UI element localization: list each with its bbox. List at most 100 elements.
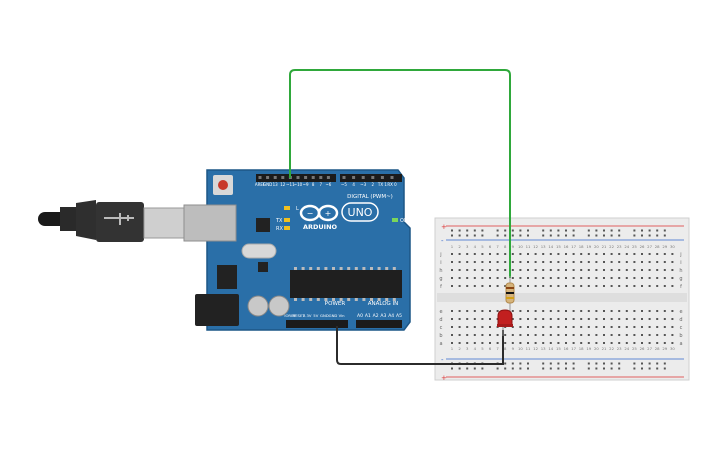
terminal-hole[interactable] (451, 326, 453, 328)
terminal-hole[interactable] (466, 318, 469, 320)
terminal-hole[interactable] (656, 310, 659, 312)
terminal-hole[interactable] (451, 334, 453, 336)
terminal-hole[interactable] (587, 318, 590, 320)
terminal-hole[interactable] (527, 285, 529, 287)
terminal-hole[interactable] (519, 334, 522, 336)
rail-hole[interactable] (549, 367, 552, 370)
terminal-hole[interactable] (618, 318, 621, 320)
terminal-hole[interactable] (580, 310, 583, 312)
rail-hole[interactable] (496, 367, 499, 370)
terminal-hole[interactable] (603, 342, 605, 344)
header-pin[interactable] (326, 176, 330, 179)
terminal-hole[interactable] (656, 269, 659, 271)
terminal-hole[interactable] (511, 310, 514, 312)
terminal-hole[interactable] (489, 261, 491, 263)
rail-hole[interactable] (610, 367, 613, 370)
rail-hole[interactable] (663, 362, 666, 365)
rail-hole[interactable] (587, 234, 590, 237)
header-pin[interactable] (266, 176, 270, 179)
terminal-hole[interactable] (625, 326, 628, 328)
terminal-hole[interactable] (466, 285, 469, 287)
terminal-hole[interactable] (557, 285, 560, 287)
terminal-hole[interactable] (587, 342, 590, 344)
rail-hole[interactable] (603, 234, 605, 237)
terminal-hole[interactable] (603, 310, 605, 312)
terminal-hole[interactable] (656, 253, 659, 255)
terminal-hole[interactable] (519, 269, 522, 271)
usb-cable[interactable] (38, 200, 185, 242)
terminal-hole[interactable] (549, 277, 552, 279)
rail-hole[interactable] (603, 362, 605, 365)
rail-hole[interactable] (648, 362, 651, 365)
terminal-hole[interactable] (648, 310, 651, 312)
terminal-hole[interactable] (603, 334, 605, 336)
terminal-hole[interactable] (481, 269, 484, 271)
rail-hole[interactable] (595, 367, 598, 370)
terminal-hole[interactable] (572, 318, 575, 320)
terminal-hole[interactable] (633, 253, 636, 255)
terminal-hole[interactable] (663, 326, 666, 328)
terminal-hole[interactable] (466, 342, 469, 344)
terminal-hole[interactable] (565, 318, 567, 320)
terminal-hole[interactable] (580, 318, 583, 320)
rail-hole[interactable] (572, 367, 575, 370)
terminal-hole[interactable] (458, 318, 461, 320)
terminal-hole[interactable] (595, 261, 598, 263)
terminal-hole[interactable] (466, 277, 469, 279)
terminal-hole[interactable] (633, 269, 636, 271)
rail-hole[interactable] (663, 367, 666, 370)
rail-hole[interactable] (481, 229, 484, 232)
terminal-hole[interactable] (610, 310, 613, 312)
terminal-hole[interactable] (496, 310, 499, 312)
rail-hole[interactable] (511, 229, 514, 232)
rail-hole[interactable] (587, 362, 590, 365)
terminal-hole[interactable] (481, 261, 484, 263)
rail-hole[interactable] (511, 362, 514, 365)
terminal-hole[interactable] (565, 285, 567, 287)
terminal-hole[interactable] (534, 261, 537, 263)
terminal-hole[interactable] (481, 342, 484, 344)
terminal-hole[interactable] (451, 342, 453, 344)
terminal-hole[interactable] (527, 261, 529, 263)
rail-hole[interactable] (466, 229, 469, 232)
terminal-hole[interactable] (625, 253, 628, 255)
terminal-hole[interactable] (671, 318, 674, 320)
header-pin[interactable] (296, 176, 300, 179)
terminal-hole[interactable] (489, 310, 491, 312)
terminal-hole[interactable] (549, 342, 552, 344)
rail-hole[interactable] (527, 229, 529, 232)
rail-hole[interactable] (542, 362, 545, 365)
terminal-hole[interactable] (565, 277, 567, 279)
terminal-hole[interactable] (534, 326, 537, 328)
rail-hole[interactable] (565, 229, 567, 232)
rail-hole[interactable] (565, 367, 567, 370)
terminal-hole[interactable] (549, 285, 552, 287)
terminal-hole[interactable] (458, 285, 461, 287)
terminal-hole[interactable] (663, 334, 666, 336)
terminal-hole[interactable] (466, 269, 469, 271)
analog-header[interactable] (356, 320, 402, 328)
terminal-hole[interactable] (504, 261, 507, 263)
rail-hole[interactable] (527, 362, 529, 365)
rail-hole[interactable] (542, 367, 545, 370)
terminal-hole[interactable] (648, 334, 651, 336)
rail-hole[interactable] (572, 234, 575, 237)
terminal-hole[interactable] (527, 326, 529, 328)
terminal-hole[interactable] (641, 342, 643, 344)
terminal-hole[interactable] (580, 269, 583, 271)
terminal-hole[interactable] (587, 253, 590, 255)
terminal-hole[interactable] (527, 342, 529, 344)
terminal-hole[interactable] (519, 261, 522, 263)
terminal-hole[interactable] (572, 261, 575, 263)
rail-hole[interactable] (565, 234, 567, 237)
terminal-hole[interactable] (549, 334, 552, 336)
rail-hole[interactable] (610, 234, 613, 237)
terminal-hole[interactable] (481, 334, 484, 336)
terminal-hole[interactable] (473, 269, 476, 271)
terminal-hole[interactable] (572, 326, 575, 328)
terminal-hole[interactable] (542, 318, 545, 320)
terminal-hole[interactable] (481, 310, 484, 312)
terminal-hole[interactable] (572, 269, 575, 271)
rail-hole[interactable] (504, 229, 507, 232)
